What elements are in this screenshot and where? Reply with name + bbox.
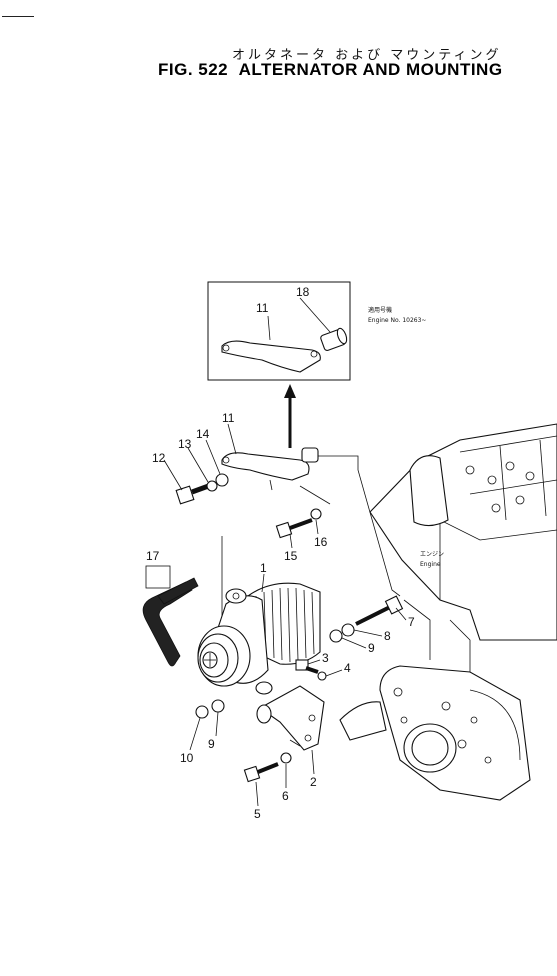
bolt-part-5: [243, 762, 279, 783]
lock-washer-part-14: [215, 473, 229, 487]
adjusting-bracket-part-11: [221, 447, 319, 491]
v-belt-part-17: [142, 577, 199, 667]
callout-10: 10: [180, 751, 194, 765]
engine-block: [339, 423, 557, 801]
inset-bracket-part-11: [221, 340, 321, 373]
callout-2: 2: [310, 775, 317, 789]
callout-4: 4: [344, 661, 351, 675]
bolt-part-15: [275, 518, 313, 539]
callout-8: 8: [384, 629, 391, 643]
japanese-title: オルタネータ および マウンティング: [232, 48, 502, 63]
washer-part-13: [206, 480, 218, 492]
bolt-part-7: [355, 595, 404, 626]
callout-14: 14: [196, 427, 210, 441]
engine-label-en: Engine: [420, 561, 441, 568]
alternator-part-1: [197, 582, 321, 695]
callout-11-inset: 11: [256, 301, 269, 315]
belt-label-box: [145, 565, 171, 589]
inset-reference-arrow: [284, 384, 296, 448]
washer-part-9-right: [329, 629, 343, 643]
callout-5: 5: [254, 807, 261, 821]
nut-part-10: [195, 705, 209, 719]
callout-1: 1: [260, 561, 267, 575]
inset-spacer-part-18: [320, 327, 348, 351]
callout-3: 3: [322, 651, 329, 665]
nut-part-8: [341, 623, 355, 637]
callout-12: 12: [152, 451, 166, 465]
callout-18: 18: [296, 285, 310, 299]
nut-part-4: [317, 671, 327, 681]
callout-11: 11: [222, 411, 235, 425]
washer-part-6: [280, 752, 292, 764]
inset-detail-box: 18 11 適用号機 Engine No. 10263~: [207, 281, 426, 381]
washer-part-16: [310, 508, 322, 520]
figure-title: FIG. 522 ALTERNATOR AND MOUNTING: [158, 60, 503, 80]
bolt-part-3: [295, 659, 319, 674]
callout-17: 17: [146, 549, 160, 563]
callout-9-left: 9: [208, 737, 215, 751]
figure-number: FIG. 522: [158, 60, 229, 79]
callout-7: 7: [408, 615, 415, 629]
callout-16: 16: [314, 535, 328, 549]
applicable-serial-note-jp: 適用号機: [368, 306, 392, 314]
callout-15: 15: [284, 549, 298, 563]
washer-part-9-left: [211, 699, 225, 713]
callout-9-right: 9: [368, 641, 375, 655]
corner-tick-line: [2, 16, 34, 17]
callout-6: 6: [282, 789, 289, 803]
figure-name: ALTERNATOR AND MOUNTING: [238, 60, 503, 79]
engine-label-jp: エンジン: [420, 551, 444, 558]
callout-13: 13: [178, 437, 192, 451]
applicable-serial-note-en: Engine No. 10263~: [368, 317, 426, 324]
mounting-bracket-part-2: [256, 685, 325, 751]
